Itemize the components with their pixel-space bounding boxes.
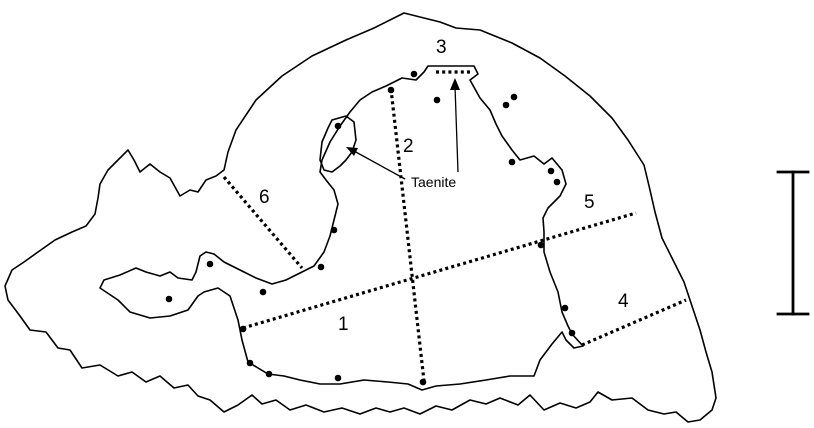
scale-bar xyxy=(776,170,810,316)
measurement-point xyxy=(553,178,561,186)
measurement-point xyxy=(547,167,555,175)
measurement-point xyxy=(508,158,516,166)
measurement-point xyxy=(419,378,427,386)
measurement-points xyxy=(165,70,576,386)
measurement-point xyxy=(410,70,418,78)
measurement-point xyxy=(317,263,325,271)
measurement-point xyxy=(502,101,510,109)
traverse-label-5: 5 xyxy=(584,192,595,213)
measurement-point xyxy=(334,122,342,130)
measurement-point xyxy=(206,260,214,268)
taenite-arrow-up-head xyxy=(450,78,460,90)
taenite-arrow-left-line xyxy=(353,150,406,180)
traverse-label-1: 1 xyxy=(338,314,349,335)
traverse-line-1 xyxy=(242,211,637,330)
taenite-lamella-outline xyxy=(319,115,357,173)
traverse-label-3: 3 xyxy=(436,37,447,58)
measurement-point xyxy=(334,374,342,382)
taenite-label: Taenite xyxy=(411,174,456,190)
measurement-point xyxy=(165,295,173,303)
traverse-label-2: 2 xyxy=(403,136,414,157)
taenite-arrow-left-head xyxy=(346,147,358,156)
measurement-point xyxy=(561,304,569,312)
outer-outline xyxy=(4,12,717,423)
traverse-line-6 xyxy=(222,175,304,270)
traverse-label-4: 4 xyxy=(618,291,629,312)
taenite-arrow-up-line xyxy=(454,85,459,173)
measurement-point xyxy=(537,241,545,249)
measurement-point xyxy=(246,359,254,367)
measurement-point xyxy=(265,370,273,378)
measurement-point xyxy=(568,329,576,337)
measurement-point xyxy=(330,226,338,234)
traverse-label-6: 6 xyxy=(259,187,270,208)
measurement-point xyxy=(387,86,395,94)
inner-outline xyxy=(99,65,584,391)
traverse-line-4 xyxy=(581,298,687,347)
measurement-point xyxy=(433,96,441,104)
measurement-point xyxy=(510,93,518,101)
measurement-point xyxy=(239,325,247,333)
traverse-line-2 xyxy=(389,88,426,382)
measurement-point xyxy=(259,288,267,296)
